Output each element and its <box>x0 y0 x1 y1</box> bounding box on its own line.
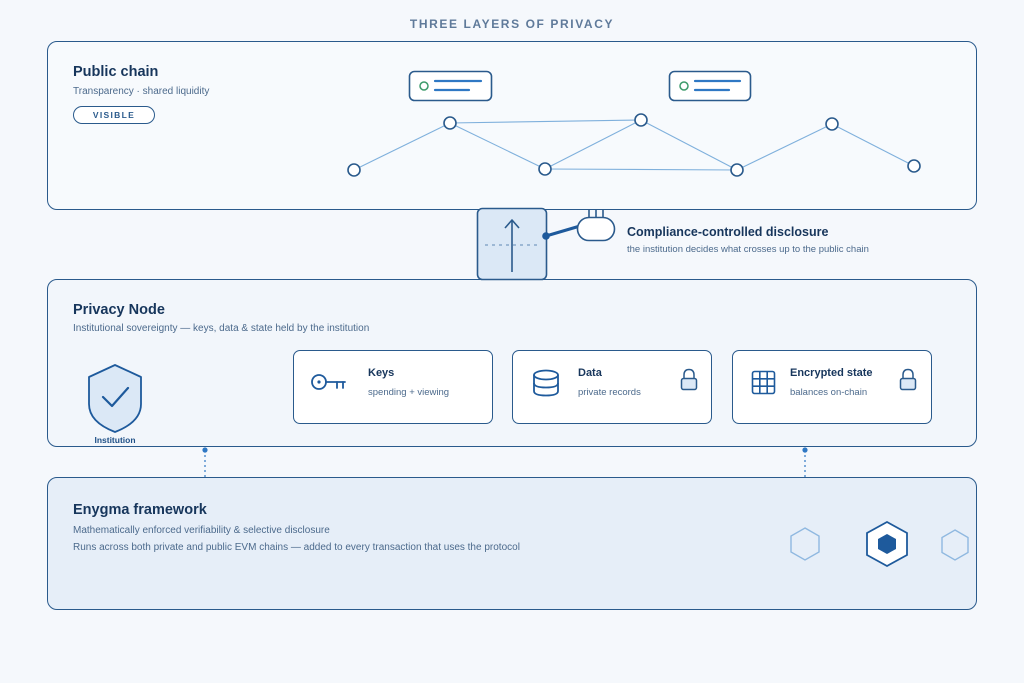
network-node <box>825 117 839 131</box>
enygma-line-1: Mathematically enforced verifiability & … <box>73 525 330 536</box>
transaction-card-1 <box>408 70 493 102</box>
keys-card <box>293 350 493 424</box>
lock-icon <box>899 368 917 391</box>
keys-card-subtitle: spending + viewing <box>368 387 450 398</box>
disclosure-title: Compliance-controlled disclosure <box>627 225 829 239</box>
privacy-node-subtitle: Institutional sovereignty — keys, data &… <box>73 323 370 334</box>
enygma-line-2: Runs across both private and public EVM … <box>73 542 520 553</box>
enygma-title: Enygma framework <box>73 502 207 518</box>
transaction-card-2 <box>668 70 752 102</box>
network-node <box>347 163 361 177</box>
dotted-connector <box>802 447 808 477</box>
public-chain-panel <box>47 41 977 210</box>
shield-icon <box>88 364 142 433</box>
key-icon <box>311 374 346 390</box>
network-nodes <box>347 113 921 177</box>
network-edge <box>449 119 642 124</box>
hexagon-icon <box>941 529 969 561</box>
network-node <box>538 162 552 176</box>
data-card-title: Data <box>578 367 602 379</box>
network-edge <box>640 119 738 171</box>
keys-card-title: Keys <box>368 367 395 379</box>
public-chain-subtitle: Transparency · shared liquidity <box>73 86 210 97</box>
network-node <box>634 113 648 127</box>
disclosure-subtitle: the institution decides what crosses up … <box>627 244 869 255</box>
enygma-panel <box>47 477 977 610</box>
privacy-node-title: Privacy Node <box>73 302 165 318</box>
gateway-box <box>476 207 548 281</box>
grid-icon <box>751 370 776 395</box>
public-chain-title: Public chain <box>73 64 159 80</box>
network-edge <box>736 123 833 171</box>
plug-icon <box>542 210 616 242</box>
dotted-connector <box>202 447 208 477</box>
encrypted-state-card-subtitle: balances on-chain <box>790 387 868 398</box>
network-node <box>907 159 921 173</box>
network-edge <box>831 123 915 167</box>
data-card-subtitle: private records <box>578 387 641 398</box>
network-edge <box>353 122 451 171</box>
network-edge <box>449 122 546 170</box>
hexagon-icon <box>790 527 820 561</box>
hexagon-core-icon <box>866 520 908 568</box>
database-icon <box>533 369 559 397</box>
network-edge <box>544 168 738 171</box>
network-node <box>730 163 744 177</box>
diagram-title: THREE LAYERS OF PRIVACY <box>409 17 615 31</box>
encrypted-state-card-title: Encrypted state <box>790 367 873 379</box>
visible-badge: VISIBLE <box>73 106 155 124</box>
lock-icon <box>680 368 698 391</box>
network-edges <box>353 119 915 171</box>
institution-label: Institution <box>94 435 136 445</box>
network-node <box>443 116 457 130</box>
network-edge <box>544 119 642 170</box>
